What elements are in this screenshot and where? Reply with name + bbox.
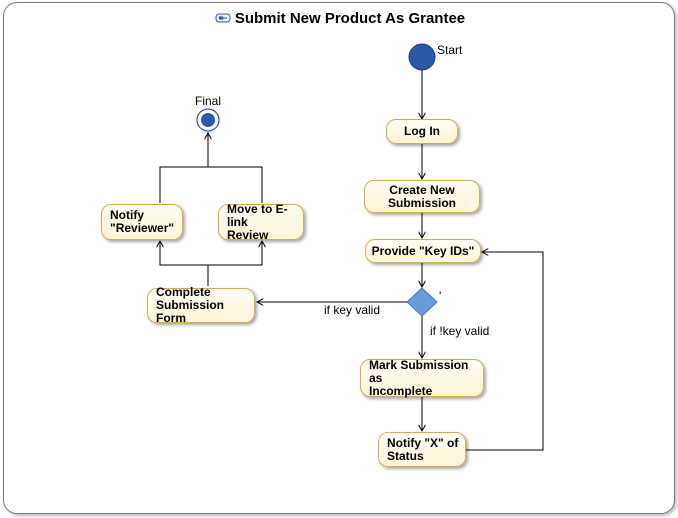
action-create-new-submission[interactable]: Create New Submission (364, 180, 480, 213)
edge-move-elink-join (208, 166, 263, 203)
action-mark-submission-incomplete[interactable]: Mark Submission as Incomplete (360, 358, 484, 397)
action-notify-x-of-status[interactable]: Notify "X" of Status (378, 432, 466, 467)
edge-notify-x-loop-to-provide (466, 252, 544, 451)
action-log-in[interactable]: Log In (386, 119, 458, 144)
edge-notify-reviewer-join (159, 166, 208, 203)
diagram-title: Submit New Product As Grantee (234, 9, 466, 27)
edge-complete-to-move-elink (208, 241, 262, 266)
action-move-to-elink-review[interactable]: Move to E-link Review (218, 202, 304, 241)
final-label: Final (195, 94, 222, 108)
action-complete-submission-form[interactable]: Complete Submission Form (147, 286, 255, 325)
decision-node[interactable] (406, 287, 438, 317)
final-node-core (201, 113, 215, 127)
start-label: Start (437, 43, 463, 57)
edge-complete-to-notify-reviewer (160, 241, 209, 286)
diagram-frame: Submit New Product As Grantee (3, 2, 675, 514)
activity-diagram-icon (215, 13, 231, 23)
action-notify-reviewer[interactable]: Notify "Reviewer" (101, 204, 183, 240)
diagram-header: Submit New Product As Grantee (4, 7, 676, 29)
guard-if-key-valid: if key valid (324, 303, 381, 317)
guard-if-not-key-valid: if !key valid (430, 324, 490, 338)
decision-tick-mark: ' (439, 289, 442, 303)
action-provide-key-ids[interactable]: Provide "Key IDs" (365, 239, 481, 263)
start-node[interactable] (408, 43, 436, 71)
